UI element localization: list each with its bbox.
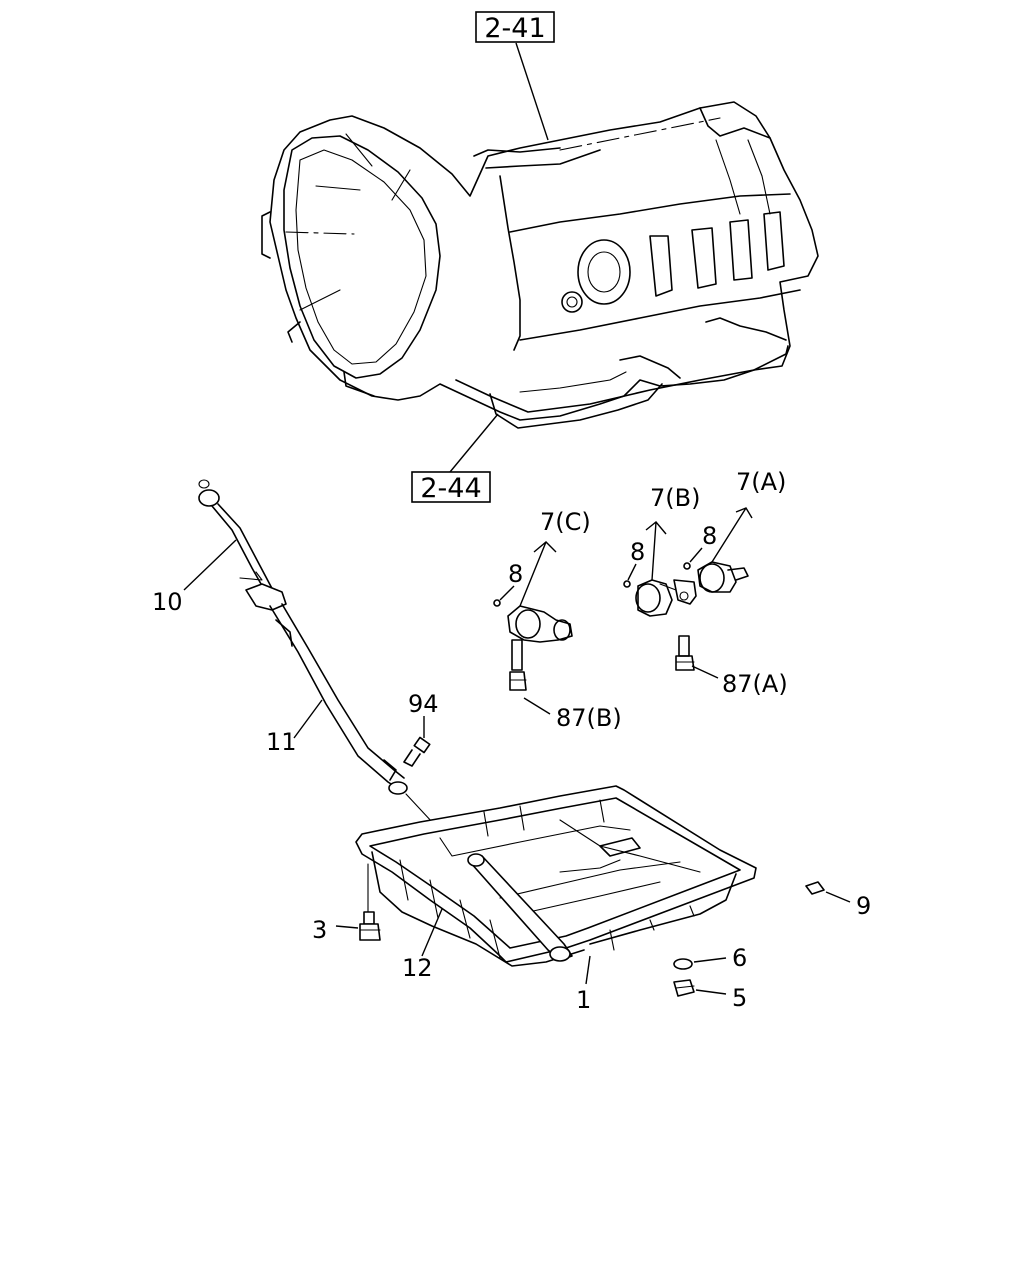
leader-10 [183,539,237,591]
callout-87a: 87(A) [722,670,788,698]
leader-1 [585,955,591,985]
leader-7a [711,507,753,563]
solenoid-c-part [507,605,573,691]
filler-tube-part [245,583,408,795]
dipstick-part [198,479,277,601]
o-ring-b-part [623,580,631,588]
solenoid-a-part [673,561,749,671]
callout-12: 12 [402,954,433,982]
callout-10: 10 [152,588,183,616]
drain-plug-part [673,979,695,997]
leader-87b [523,697,551,715]
callout-1: 1 [576,986,591,1014]
leader-11 [293,699,323,739]
callout-6: 6 [732,944,747,972]
leader-8c [499,585,515,601]
o-ring-a-part [683,562,691,570]
callout-87b: 87(B) [556,704,622,732]
reference-2-44[interactable]: 2-44 [411,471,491,504]
leader-3 [335,925,359,929]
callout-94: 94 [408,690,439,718]
leader-5 [695,989,727,995]
pan-bolt-part [359,863,381,941]
reference-2-44-label: 2-44 [420,473,481,504]
leader-2-44 [449,413,499,473]
leader-2-41 [515,42,549,141]
leader-87a [691,665,719,679]
leader-9 [825,891,851,903]
callout-7a: 7(A) [736,468,786,496]
reference-2-41-label: 2-41 [484,13,545,44]
o-ring-c-part [493,599,501,607]
callout-3: 3 [312,916,327,944]
callout-8b: 8 [630,538,645,566]
magnet-part [805,881,825,895]
solenoid-b-part [635,579,677,617]
reference-2-41[interactable]: 2-41 [475,11,555,44]
callout-7c: 7(C) [540,508,591,536]
callout-8a: 8 [702,522,717,550]
oil-pan-part [355,785,757,967]
callout-11: 11 [266,728,297,756]
leader-7c [519,541,557,607]
leader-7b [645,521,667,581]
callout-8c: 8 [508,560,523,588]
callout-5: 5 [732,984,747,1012]
drain-gasket-part [673,958,693,970]
callout-7b: 7(B) [650,484,700,512]
callout-9: 9 [856,892,871,920]
transmission-assembly [261,101,819,429]
tube-bolt-part [403,736,431,767]
leader-8a [689,547,703,563]
leader-6 [693,957,727,963]
leader-8b [627,563,637,581]
